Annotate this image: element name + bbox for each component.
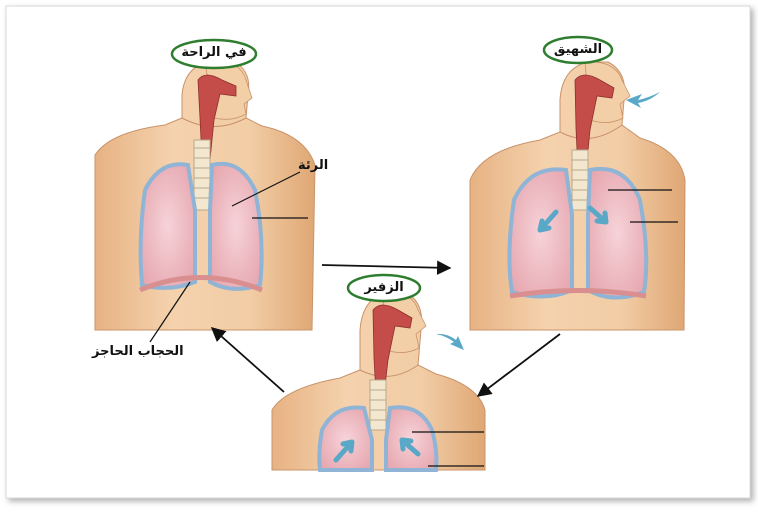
stage-title-rest: في الراحة [172,45,256,60]
stage-title-inhalation: الشهيق [544,42,612,57]
left-lung-inhalation [509,169,572,296]
lung-label: الرئة [298,158,328,173]
left-lung-rest [141,164,195,288]
trachea-rest [194,140,210,210]
trachea-exhalation [370,380,386,430]
stage-title-exhalation: الزفير [348,280,420,295]
trachea-inhalation [572,150,588,210]
diaphragm-label: الحجاب الحاجز [92,344,184,359]
